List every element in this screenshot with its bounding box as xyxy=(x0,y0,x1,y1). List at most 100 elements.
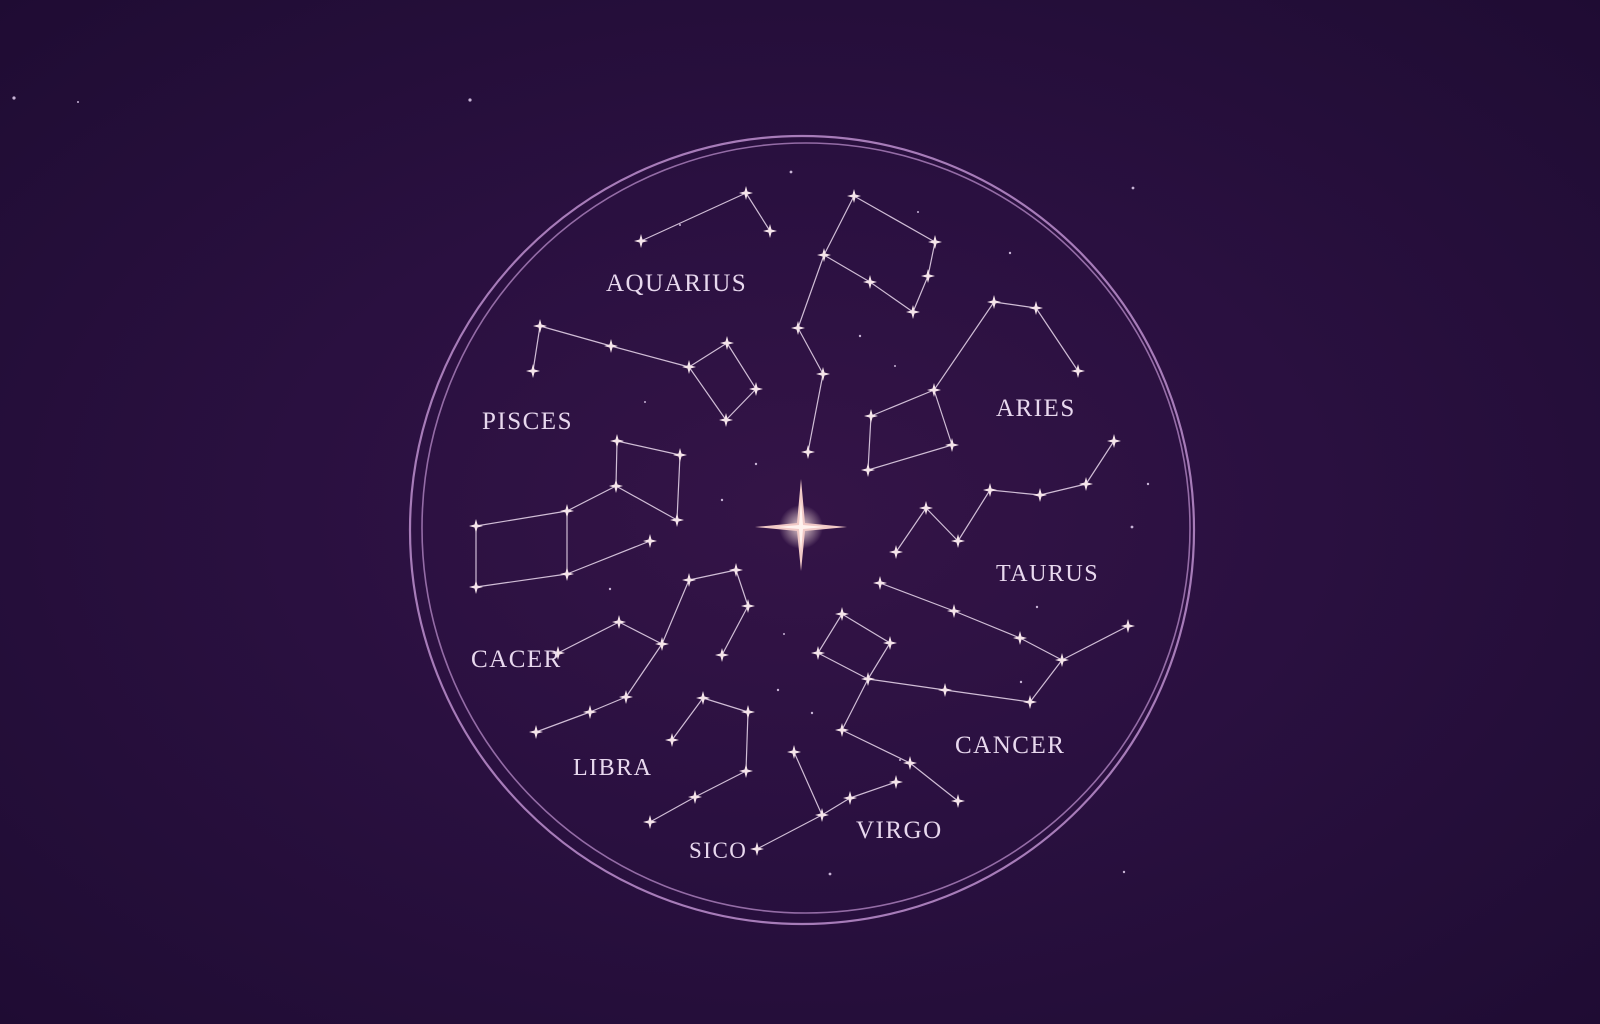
star-icon xyxy=(670,513,684,527)
star-icon xyxy=(906,305,920,319)
star-icon xyxy=(947,604,961,618)
star-icon xyxy=(1033,488,1047,502)
star-icon xyxy=(864,409,878,423)
star-icon xyxy=(739,186,753,200)
constellation-stars xyxy=(469,186,1135,856)
star-icon xyxy=(634,234,648,248)
star-icon xyxy=(469,519,483,533)
star-icon xyxy=(604,339,618,353)
star-icon xyxy=(741,705,755,719)
constellation-pisces-upper xyxy=(532,325,757,421)
constellation-aquarius xyxy=(640,192,771,242)
constellation-cancer xyxy=(879,582,1129,661)
constellation-top-center xyxy=(823,195,936,313)
constellation-cacer xyxy=(557,569,737,654)
star-icon xyxy=(526,364,540,378)
label-sico: SICO xyxy=(689,838,747,863)
star-icon xyxy=(749,382,763,396)
star-icon xyxy=(551,646,565,660)
star-icon xyxy=(1055,653,1069,667)
star-icon xyxy=(787,745,801,759)
star-icon xyxy=(889,775,903,789)
outer-ring xyxy=(408,134,1196,926)
star-icon xyxy=(739,764,753,778)
star-icon xyxy=(919,501,933,515)
star-icon xyxy=(655,637,669,651)
star-icon xyxy=(863,275,877,289)
star-icon xyxy=(861,672,875,686)
star-icon xyxy=(469,580,483,594)
star-icon xyxy=(665,733,679,747)
background-dots xyxy=(12,96,1150,876)
star-icon xyxy=(816,367,830,381)
star-icon xyxy=(873,576,887,590)
label-cacer: CACER xyxy=(471,646,562,673)
constellation-taurus xyxy=(895,440,1115,553)
star-icon xyxy=(715,648,729,662)
star-icon xyxy=(938,683,952,697)
star-icon xyxy=(843,791,857,805)
star-icon xyxy=(987,295,1001,309)
star-icon xyxy=(610,434,624,448)
star-icon xyxy=(945,438,959,452)
star-icon xyxy=(847,189,861,203)
star-icon xyxy=(560,504,574,518)
star-icon xyxy=(815,808,829,822)
star-icon xyxy=(612,615,626,629)
star-icon xyxy=(983,483,997,497)
star-icon xyxy=(1121,619,1135,633)
star-icon xyxy=(951,794,965,808)
star-icon xyxy=(951,534,965,548)
star-icon xyxy=(791,321,805,335)
star-icon xyxy=(817,248,831,262)
star-icon xyxy=(811,646,825,660)
label-pisces: PISCES xyxy=(482,408,573,435)
star-icon xyxy=(682,573,696,587)
constellation-pisces-lower xyxy=(615,440,681,521)
star-icon xyxy=(927,383,941,397)
star-icon xyxy=(609,479,623,493)
star-icon xyxy=(729,563,743,577)
star-icon xyxy=(835,723,849,737)
star-icon xyxy=(928,235,942,249)
star-icon xyxy=(688,790,702,804)
star-icon xyxy=(1071,364,1085,378)
star-icon xyxy=(763,224,777,238)
star-icon xyxy=(1079,477,1093,491)
label-taurus: TAURUS xyxy=(996,561,1099,587)
label-libra: LIBRA xyxy=(573,755,653,781)
star-icon xyxy=(921,269,935,283)
star-icon xyxy=(741,599,755,613)
star-icon xyxy=(889,545,903,559)
star-icon xyxy=(583,705,597,719)
star-icon xyxy=(560,567,574,581)
star-icon xyxy=(861,463,875,477)
label-aries: ARIES xyxy=(996,395,1076,422)
star-icon xyxy=(835,607,849,621)
constellation-sico xyxy=(756,814,823,850)
label-aquarius: AQUARIUS xyxy=(606,270,747,297)
star-icon xyxy=(1023,695,1037,709)
star-icon xyxy=(673,448,687,462)
four-point-star-icon xyxy=(755,479,847,571)
star-icon xyxy=(883,636,897,650)
star-icon xyxy=(719,413,733,427)
star-icon xyxy=(1029,301,1043,315)
star-icon xyxy=(1107,434,1121,448)
star-icon xyxy=(529,725,543,739)
star-icon xyxy=(619,690,633,704)
star-icon xyxy=(696,691,710,705)
star-icon xyxy=(533,319,547,333)
constellation-libra xyxy=(649,697,749,823)
label-cancer: CANCER xyxy=(955,732,1065,759)
star-icon xyxy=(720,336,734,350)
star-icon xyxy=(643,815,657,829)
label-virgo: VIRGO xyxy=(856,817,943,844)
star-icon xyxy=(682,360,696,374)
star-icon xyxy=(1013,631,1027,645)
star-icon xyxy=(750,842,764,856)
star-icon xyxy=(643,534,657,548)
star-icon xyxy=(903,756,917,770)
